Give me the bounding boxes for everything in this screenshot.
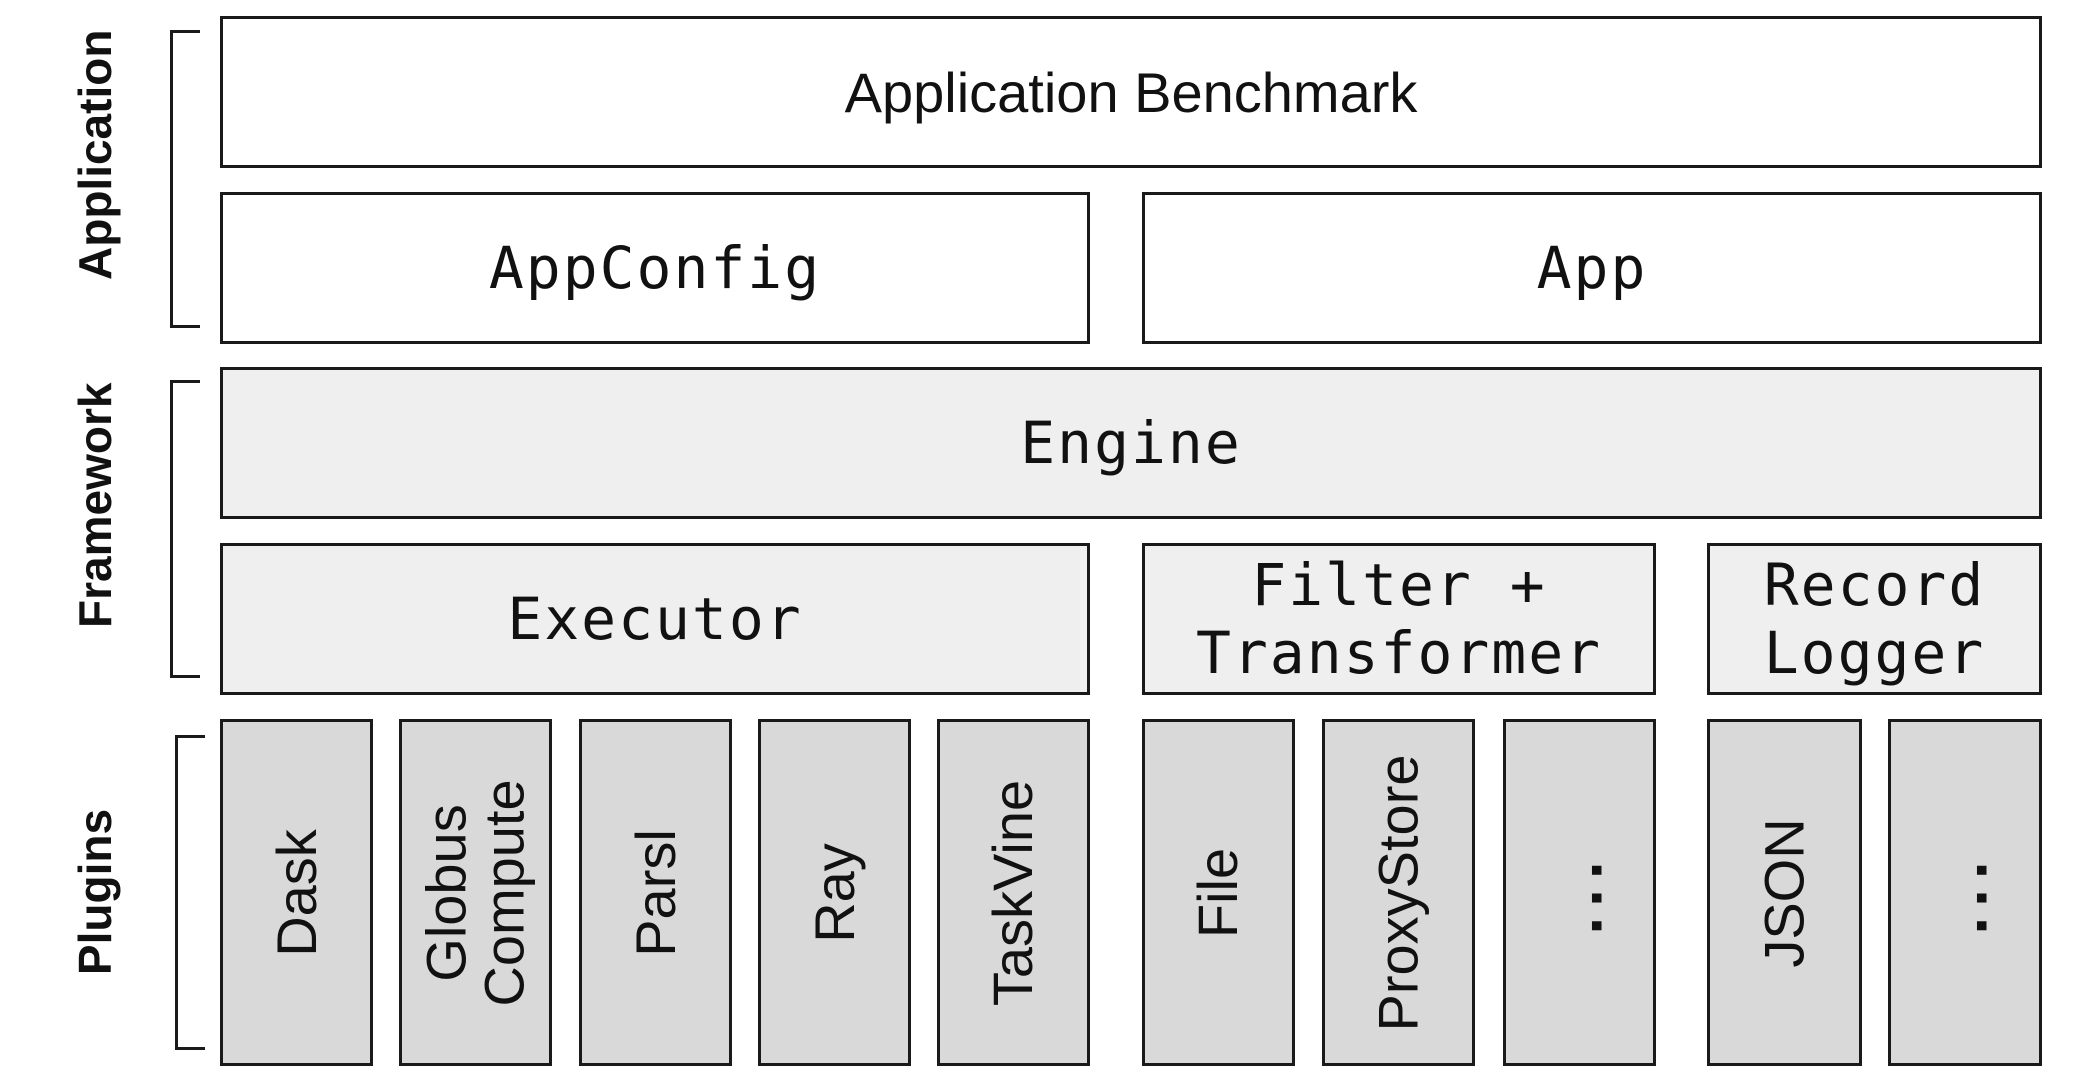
engine-box: Engine [220, 367, 2042, 519]
plugin-json: JSON [1707, 719, 1862, 1066]
plugin-parsl: Parsl [579, 719, 732, 1066]
plugin-ray: Ray [758, 719, 911, 1066]
app-box: App [1142, 192, 2042, 344]
application-bracket [170, 30, 200, 328]
plugin-dask: Dask [220, 719, 373, 1066]
plugin-globus-compute: Globus Compute [399, 719, 552, 1066]
plugins-bracket [175, 735, 205, 1050]
plugin-file: File [1142, 719, 1295, 1066]
plugin-transformer-more: ... [1503, 719, 1656, 1066]
plugin-logger-more: ... [1888, 719, 2042, 1066]
plugin-taskvine: TaskVine [937, 719, 1090, 1066]
executor-box: Executor [220, 543, 1090, 695]
record-logger-box: Record Logger [1707, 543, 2042, 695]
appconfig-box: AppConfig [220, 192, 1090, 344]
framework-bracket [170, 380, 200, 678]
layer-label-application: Application [69, 29, 121, 280]
plugin-proxystore: ProxyStore [1322, 719, 1475, 1066]
layer-label-plugins: Plugins [69, 808, 121, 976]
filter-transformer-box: Filter + Transformer [1142, 543, 1656, 695]
layer-label-framework: Framework [69, 382, 121, 628]
application-benchmark-box: Application Benchmark [220, 16, 2042, 168]
